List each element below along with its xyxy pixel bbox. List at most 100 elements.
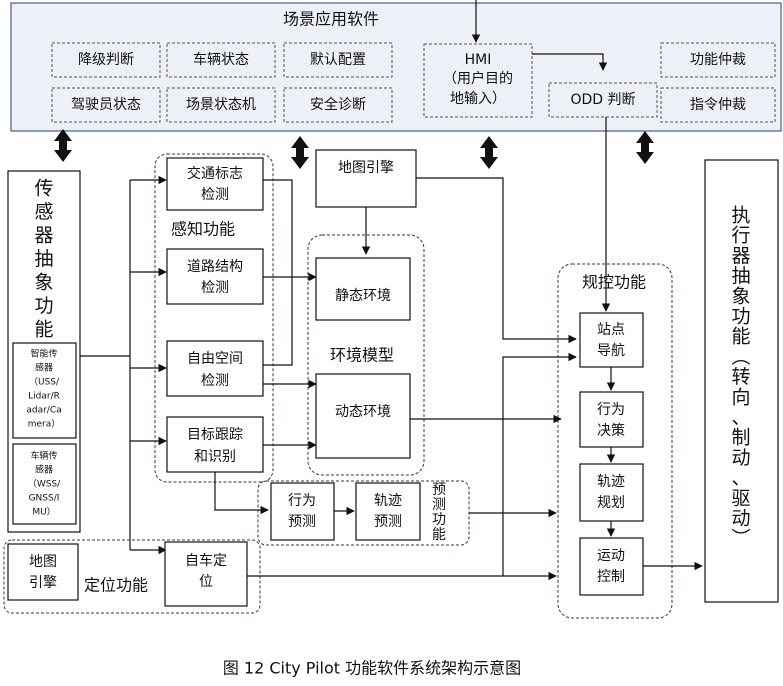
environment-model-group: 静态环境 环境模型 动态环境 [307,234,425,476]
prediction-label-char: 预 [432,482,446,498]
actuator-char: ︵ [731,346,750,368]
vehicle-state-box [166,42,276,78]
actuator-char: 抽 [731,265,750,287]
perception-group-border [154,153,274,483]
localization-function-label: 定位功能 [84,576,148,595]
road-structure-detection-box [166,248,264,305]
traffic-sign-line-2: 检测 [201,187,229,203]
bidirectional-arrows [54,129,654,169]
sensor-title-char: 象 [34,272,53,294]
behavior-prediction-line-1: 行为 [288,493,316,509]
actuator-char: 行 [731,225,750,247]
vehicle-sensor-line: MU） [32,507,55,518]
sensor-title-char: 抽 [34,248,53,270]
smart-sensor-line: 智能传 [30,348,57,360]
behavior-decision-line-2: 决策 [597,422,625,439]
sensor-title-char: 功 [34,295,53,317]
behavior-prediction-box [270,482,335,541]
map-engine-label: 地图引擎 [338,160,394,176]
station-navigation-line-1: 站点 [597,322,625,338]
motion-control-box [579,537,644,596]
behavior-decision-line-1: 行为 [597,402,625,418]
driver-state-box [51,87,161,123]
trajectory-planning-line-1: 轨迹 [597,474,625,490]
default-config-label: 默认配置 [310,52,366,68]
vehicle-sensor-box [12,443,77,525]
traffic-sign-detection-box [166,157,264,211]
scene-application-title: 场景应用软件 [283,10,379,29]
tracking-to-behavior-prediction-arrow [214,472,269,515]
safety-diagnosis-label: 安全诊断 [310,96,366,113]
ego-localization-box [164,541,248,607]
perception-title: 感知功能 [171,220,235,239]
perception-group: 感知功能 交通标志 检测 道路结构 检测 自由空间 检测 目标跟踪 和识别 [154,153,274,483]
hmi-to-odd-arrow [532,53,608,71]
odd-judgment-box [548,82,658,118]
localization-map-box [7,543,79,601]
trajectory-planning-box [579,463,644,522]
scene-state-machine-label: 场景状态机 [186,97,256,113]
planning-control-border [557,263,673,619]
free-space-detection-box [166,340,264,397]
function-arbitration-box [660,42,776,78]
smart-sensor-line: Lidar/R [28,392,60,402]
degradation-judgment-label: 降级判断 [78,52,134,68]
prediction-label-char: 测 [432,497,446,513]
double-arrow-environment [480,136,498,169]
actuator-char: 器 [731,245,750,267]
actuator-char: 动 [731,447,750,469]
degradation-judgment-box [51,42,161,78]
environment-model-border [307,234,425,476]
prediction-label-char: 能 [432,527,446,543]
localization-map-line-1: 地图 [29,554,57,570]
vehicle-sensor-line: 感器 [35,464,53,476]
traffic-sign-line-1: 交通标志 [187,165,243,182]
sensor-title-char: 能 [34,319,53,341]
command-arbitration-label: 指令仲裁 [690,97,746,113]
trajectory-prediction-box [355,482,421,541]
scene-application-panel: 场景应用软件 降级判断 车辆状态 默认配置 驾驶员状态 场景状态机 安全诊断 H… [10,2,782,132]
smart-sensor-line: mera） [28,419,61,430]
actuator-char: 向 [731,386,750,408]
environment-model-title: 环境模型 [330,346,394,365]
actuator-abstraction-box [704,159,779,603]
static-environment-box [315,257,411,321]
actuator-char: 驱 [731,487,750,509]
free-space-line-1: 自由空间 [187,351,243,367]
hmi-line-2: （用户目的 [443,70,513,87]
motion-control-line-2: 控制 [597,569,625,585]
odd-judgment-label: ODD 判断 [570,92,635,108]
dynamic-environment-box [315,373,411,459]
hmi-box [423,43,533,118]
sensor-title-char: 感 [34,201,53,223]
default-config-box [283,42,393,78]
free-space-line-2: 检测 [201,373,229,389]
smart-sensor-line: adar/Ca [26,406,61,416]
perception-merge-line [263,179,293,366]
double-arrow-perception [291,136,309,169]
smart-sensor-box [12,342,77,439]
target-tracking-line-2: 和识别 [194,449,236,465]
sensor-title-char: 传 [34,178,53,200]
map-engine-box [315,149,417,208]
ego-localization-line-2: 位 [199,574,213,590]
localization-to-station-arrow [502,352,577,576]
double-arrow-sensor [54,129,72,162]
target-tracking-line-1: 目标跟踪 [187,427,243,443]
vehicle-sensor-line: 车辆传 [30,450,57,462]
road-structure-line-1: 道路结构 [187,259,243,275]
function-arbitration-label: 功能仲裁 [690,52,746,68]
motion-control-line-1: 运动 [597,548,625,564]
hmi-line-1: HMI [465,52,492,68]
road-structure-line-2: 检测 [201,280,229,296]
trajectory-planning-line-2: 规划 [597,495,625,511]
hmi-line-3: 地输入） [450,91,506,107]
vehicle-sensor-line: GNSS/I [29,494,60,504]
